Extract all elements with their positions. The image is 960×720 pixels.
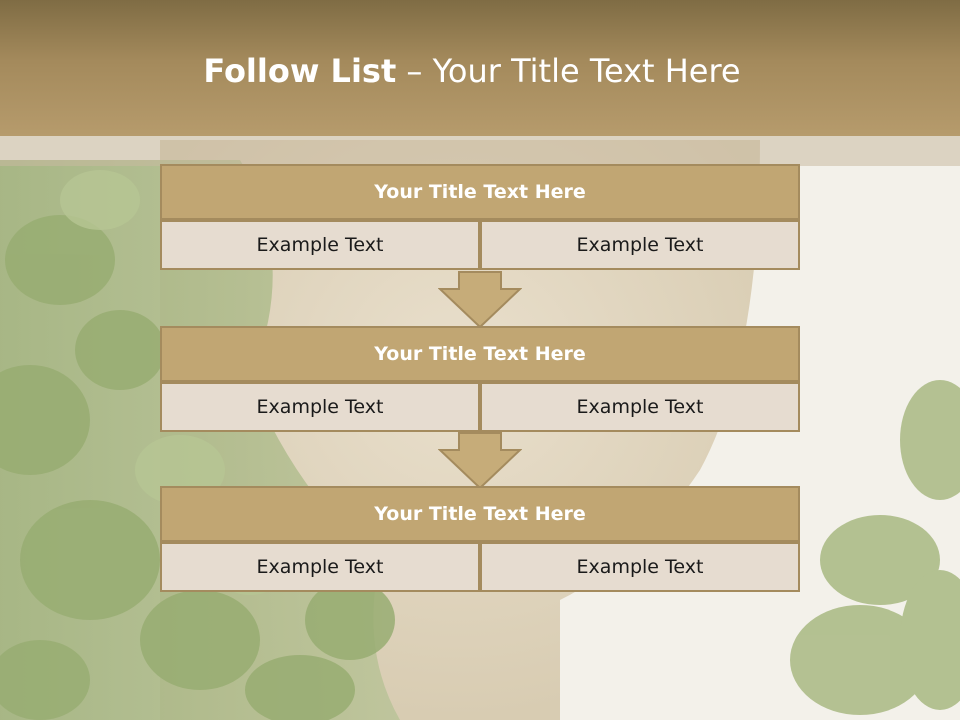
block-title: Your Title Text Here [160, 486, 800, 542]
list-block-1: Your Title Text Here Example Text Exampl… [160, 164, 800, 272]
header-bar [0, 0, 960, 136]
block-title: Your Title Text Here [160, 326, 800, 382]
block-title: Your Title Text Here [160, 164, 800, 220]
title-bold: Follow List [203, 52, 397, 90]
title-dash: – [406, 52, 423, 90]
leaf-icon [0, 215, 395, 720]
list-block-2: Your Title Text Here Example Text Exampl… [160, 326, 800, 434]
down-arrow-icon [438, 271, 522, 329]
header-strip [0, 136, 960, 166]
block-cell-left: Example Text [160, 382, 480, 432]
block-cell-right: Example Text [480, 542, 800, 592]
block-cell-left: Example Text [160, 220, 480, 270]
block-cell-right: Example Text [480, 382, 800, 432]
title-subtitle: Your Title Text Here [432, 52, 741, 90]
down-arrow-icon [438, 432, 522, 490]
block-cell-left: Example Text [160, 542, 480, 592]
list-block-3: Your Title Text Here Example Text Exampl… [160, 486, 800, 594]
block-cell-right: Example Text [480, 220, 800, 270]
slide-title: Follow List – Your Title Text Here [0, 52, 944, 90]
